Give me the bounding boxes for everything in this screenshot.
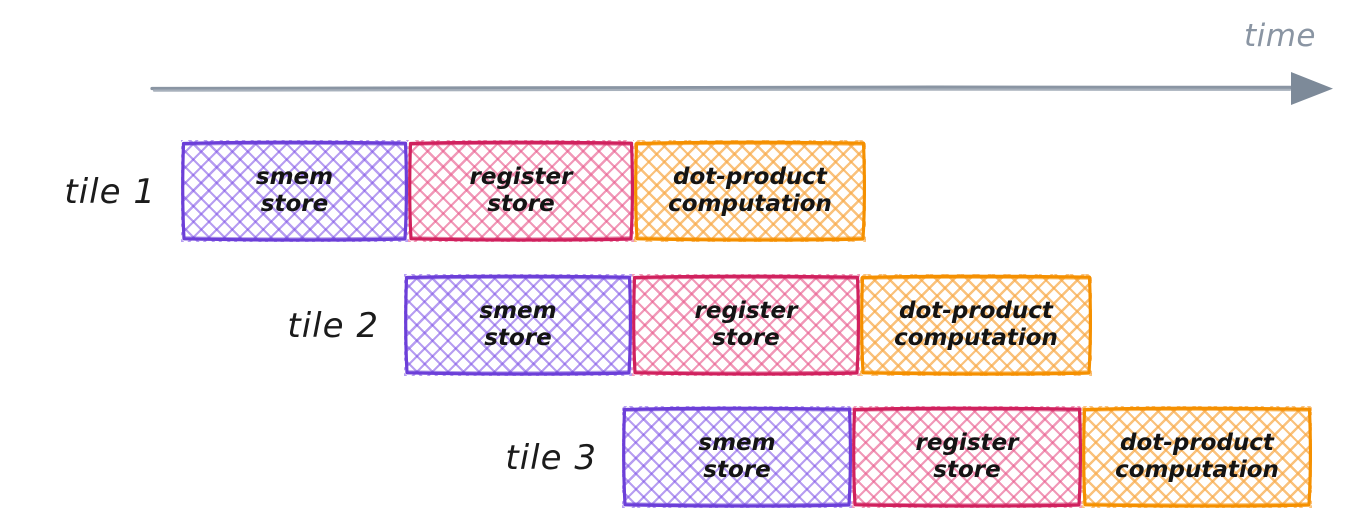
phase-label-line1: dot-product <box>1120 429 1274 456</box>
phase-label-line2: store <box>484 325 552 351</box>
phase-label-line2: computation <box>668 191 832 217</box>
tile-row-label: tile 2 <box>287 306 379 346</box>
phase-label-line2: store <box>933 457 1001 483</box>
phase-label-line2: computation <box>1115 457 1279 483</box>
phase-label-line1: dot-product <box>899 297 1053 324</box>
tile-row-label: tile 1 <box>64 172 156 212</box>
time-axis: time <box>0 0 1352 130</box>
phase-label-line1: register <box>915 429 1019 456</box>
phase-label-line1: smem <box>479 297 557 324</box>
phase-label-line1: register <box>469 163 573 190</box>
phase-label-line2: store <box>487 191 555 217</box>
phase-label-line1: register <box>694 297 798 324</box>
phase-label-line1: smem <box>255 163 334 190</box>
phase-label-line2: store <box>703 457 771 483</box>
time-arrow-icon <box>150 72 1333 105</box>
phase-label-line2: store <box>260 191 329 217</box>
phase-label-line2: store <box>712 325 780 351</box>
phase-label-line2: computation <box>894 325 1058 351</box>
phase-label-line1: dot-product <box>673 163 827 190</box>
phase-label-line1: smem <box>698 429 776 456</box>
tile-row-label: tile 3 <box>505 438 597 478</box>
time-axis-label: time <box>1243 18 1317 54</box>
